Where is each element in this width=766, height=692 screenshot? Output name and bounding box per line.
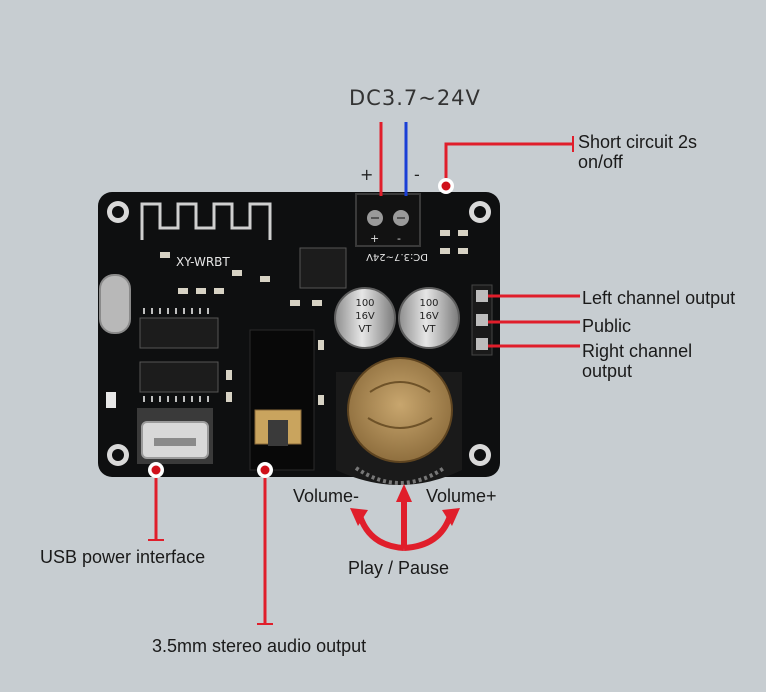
right-channel-label: Right channel output: [582, 341, 693, 381]
audio-output-label: 3.5mm stereo audio output: [152, 636, 367, 656]
capacitors: 100 16V VT 100 16V VT: [334, 287, 460, 349]
svg-text:100: 100: [419, 298, 438, 309]
terminal-block: + -: [355, 193, 421, 247]
svg-text:VT: VT: [423, 324, 437, 335]
leader-lines: [148, 136, 580, 625]
svg-text:-: -: [397, 232, 401, 245]
public-label: Public: [582, 316, 632, 336]
svg-text:16V: 16V: [355, 311, 375, 322]
play-pause-label: Play / Pause: [348, 558, 450, 578]
ic-chips: [139, 247, 347, 393]
thumbwheel-knob: [336, 357, 462, 485]
silkscreen-voltage: DC:3.7~24V: [366, 251, 428, 262]
svg-text:+: +: [370, 232, 379, 245]
volume-plus-label: Volume+: [426, 486, 497, 506]
marker-dots: [148, 178, 454, 478]
audio-jack: [249, 329, 315, 471]
svg-text:VT: VT: [359, 324, 373, 335]
plus-label: +: [360, 165, 374, 184]
crystal-icon: [99, 274, 131, 334]
usb-port: [137, 408, 213, 464]
silkscreen-model: XY-WRBT: [176, 255, 230, 269]
svg-text:16V: 16V: [419, 311, 439, 322]
smd-components: [106, 230, 468, 408]
output-header-pins: [471, 284, 493, 356]
minus-label: -: [414, 165, 420, 184]
short-circuit-label: Short circuit 2s on/off: [578, 132, 698, 172]
usb-power-label: USB power interface: [40, 547, 206, 567]
left-channel-label: Left channel output: [582, 288, 736, 308]
wheel-direction-arrows: [350, 484, 460, 551]
svg-text:100: 100: [355, 298, 374, 309]
input-voltage-label: DC3.7~24V: [349, 86, 481, 110]
pcb-antenna-icon: [140, 202, 272, 240]
mounting-holes: [107, 201, 491, 466]
volume-minus-label: Volume-: [293, 486, 360, 506]
